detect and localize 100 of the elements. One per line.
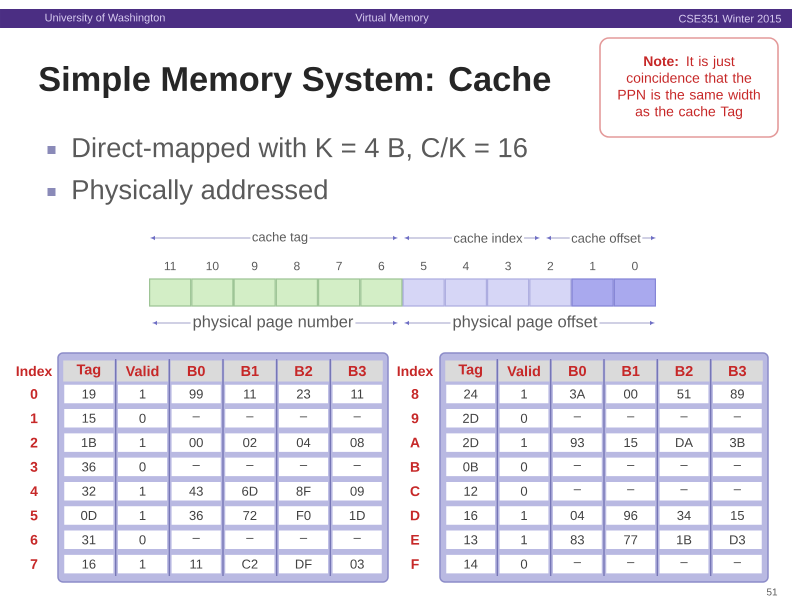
table-cell: 0: [500, 554, 548, 574]
table-cell: 51: [660, 384, 708, 404]
table-cell: 0: [500, 458, 548, 476]
table-cell: 72: [225, 506, 274, 525]
column-header: Tag: [445, 360, 496, 382]
table-cell: 1: [118, 433, 168, 452]
table-cell: –: [606, 554, 656, 574]
table-cell: C2: [225, 554, 274, 574]
table-cell: 16: [446, 506, 496, 525]
row-label: 8: [412, 389, 418, 399]
row-label: A: [410, 438, 420, 448]
row-label: 4: [30, 486, 38, 496]
table-cell: 96: [606, 506, 656, 525]
table-cell: 1B: [64, 433, 114, 452]
table-cell: 77: [606, 530, 656, 550]
bit-number: 10: [206, 262, 219, 270]
table-cell: 08: [332, 433, 382, 452]
table-cell: –: [712, 409, 762, 428]
table-cell: 99: [172, 384, 221, 404]
table-cell: –: [712, 482, 762, 500]
row-label: 1: [31, 414, 38, 424]
table-cell: –: [278, 530, 328, 550]
table-cell: DA: [660, 433, 708, 452]
bullet-text: Physically addressed: [73, 179, 327, 205]
table-cell: 16: [64, 554, 114, 574]
table-cell: –: [172, 530, 221, 550]
row-label: 9: [412, 413, 418, 424]
table-cell: 04: [278, 433, 328, 452]
field-label: cache offset: [570, 232, 642, 244]
column-header: B0: [552, 360, 603, 382]
table-cell: 83: [552, 530, 602, 550]
table-cell: 0: [118, 530, 168, 550]
table-cell: –: [332, 458, 382, 476]
slide-number: 51: [766, 588, 778, 596]
table-cell: 11: [332, 384, 382, 404]
table-cell: –: [606, 409, 656, 428]
table-cell: –: [172, 458, 221, 476]
column-header: B3: [332, 360, 383, 382]
table-cell: 1: [118, 384, 168, 404]
table-cell: 6D: [225, 482, 274, 500]
table-cell: –: [606, 482, 656, 500]
field-label: cache index: [452, 232, 524, 244]
table-cell: 15: [64, 409, 114, 428]
bit-number: 8: [294, 262, 300, 270]
bit-number: 2: [548, 262, 554, 270]
table-cell: 0: [118, 458, 168, 476]
column-header: Valid: [498, 360, 550, 382]
table-cell: 0: [500, 409, 548, 428]
index-header: Index: [16, 366, 52, 376]
bullet-text: Direct-mapped with K = 4 B, C/K = 16: [73, 137, 527, 163]
column-header: B2: [658, 360, 710, 382]
row-label: 2: [30, 438, 38, 448]
table-cell: 19: [64, 384, 114, 404]
table-cell: –: [225, 530, 274, 550]
table-cell: –: [225, 409, 274, 428]
table-cell: 1: [118, 482, 168, 500]
row-label: E: [411, 535, 420, 545]
table-cell: 93: [552, 433, 602, 452]
table-cell: 13: [446, 530, 496, 550]
table-cell: 09: [332, 482, 382, 500]
column-header: B3: [712, 360, 763, 382]
column-header: B1: [605, 360, 656, 382]
column-header: Tag: [63, 360, 114, 382]
table-cell: 8F: [278, 482, 328, 500]
slide-title: Simple Memory System: Cache: [39, 66, 550, 98]
column-header: B1: [224, 360, 276, 382]
table-cell: –: [332, 530, 382, 550]
table-cell: DF: [278, 554, 328, 574]
table-cell: 0: [500, 482, 548, 500]
bit-number: 4: [462, 262, 469, 270]
table-cell: 00: [606, 384, 656, 404]
row-label: 7: [30, 559, 38, 569]
table-cell: 00: [172, 433, 221, 452]
table-cell: 89: [712, 384, 762, 404]
index-header: Index: [398, 366, 434, 376]
table-cell: –: [712, 554, 762, 574]
table-cell: –: [552, 482, 602, 500]
table-cell: 15: [712, 506, 762, 525]
table-cell: 02: [225, 433, 274, 452]
table-cell: 3A: [552, 384, 602, 404]
table-cell: –: [712, 458, 762, 476]
table-cell: 11: [225, 384, 274, 404]
bit-number: 1: [590, 262, 596, 270]
table-cell: 1: [500, 433, 548, 452]
table-cell: 2D: [446, 433, 496, 452]
table-cell: D3: [712, 530, 762, 550]
row-label: 5: [30, 510, 38, 520]
table-cell: 2D: [446, 409, 496, 428]
table-cell: 34: [660, 506, 708, 525]
table-cell: 36: [172, 506, 221, 525]
row-label: 6: [30, 534, 38, 545]
table-cell: 0: [118, 409, 168, 428]
column-header: B0: [170, 360, 222, 382]
table-cell: –: [278, 409, 328, 428]
table-cell: F0: [278, 506, 328, 525]
table-cell: 43: [172, 482, 221, 500]
table-cell: –: [225, 458, 274, 476]
row-label: F: [412, 559, 419, 569]
bit-number: 11: [164, 262, 176, 270]
row-label: B: [410, 462, 420, 472]
